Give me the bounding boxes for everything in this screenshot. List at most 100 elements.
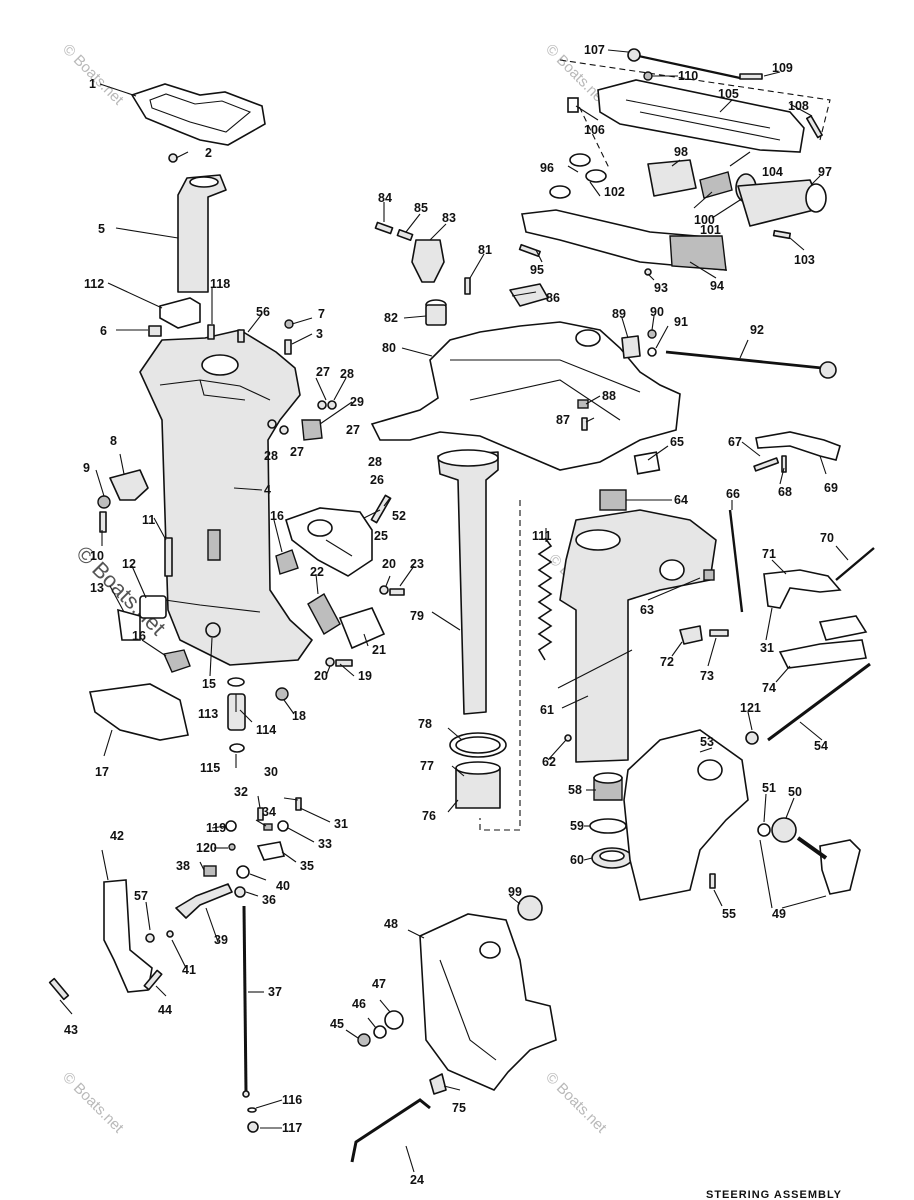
callout-label: 108 <box>788 99 809 113</box>
callout-label: 36 <box>262 893 276 907</box>
part-28-washer-b <box>267 419 277 429</box>
part-48-bracket-slot <box>439 959 497 1061</box>
part-3-screw <box>284 339 292 355</box>
footer-caption: STEERING ASSEMBLY <box>706 1189 842 1200</box>
part-85-pin <box>396 228 414 242</box>
part-103-screw <box>772 229 792 240</box>
part-41-pin <box>166 930 174 938</box>
callout-label: 71 <box>762 547 776 561</box>
callout-label: 91 <box>674 315 688 329</box>
part-16-grommet-right <box>275 549 299 575</box>
callout-label: 57 <box>134 889 148 903</box>
callout-label: 99 <box>508 885 522 899</box>
callout-label: 101 <box>700 223 721 237</box>
callout-label: 79 <box>410 609 424 623</box>
callout-label: 4 <box>264 483 271 497</box>
part-106-bushing <box>567 97 579 113</box>
part-95-screw <box>518 243 541 258</box>
part-15-nut <box>205 622 221 638</box>
part-105-bracket-slot <box>625 99 781 141</box>
part-91-washer <box>647 347 657 357</box>
part-23-screw <box>389 588 405 596</box>
part-69-lever <box>755 431 841 461</box>
part-61-arm-bore <box>659 559 685 581</box>
part-20-washer-b <box>379 585 389 595</box>
part-27-nut <box>317 400 327 410</box>
callout-label: 75 <box>452 1101 466 1115</box>
callout-label: 109 <box>772 61 793 75</box>
part-64-pad <box>599 489 627 511</box>
part-93-pin <box>644 268 652 276</box>
part-74-bracket <box>778 639 867 669</box>
callout-label: 83 <box>442 211 456 225</box>
part-67-bolt <box>753 457 780 472</box>
part-28-washer <box>327 400 337 410</box>
callout-label: 77 <box>420 759 434 773</box>
callout-label: 78 <box>418 717 432 731</box>
callout-label: 62 <box>542 755 556 769</box>
part-26-bolt <box>370 494 392 524</box>
part-29-spring <box>301 419 323 441</box>
callout-label: 17 <box>95 765 109 779</box>
callout-label: 82 <box>384 311 398 325</box>
part-92-knob <box>819 361 837 379</box>
callout-label: 94 <box>710 279 724 293</box>
part-90-nut <box>647 329 657 339</box>
callout-label: 42 <box>110 829 124 843</box>
part-108-pin <box>805 115 823 139</box>
callout-label: 52 <box>392 509 406 523</box>
callout-label: 27 <box>346 423 360 437</box>
part-19-screw <box>335 659 353 667</box>
part-27-nut-b <box>279 425 289 435</box>
callout-label: 96 <box>540 161 554 175</box>
part-107-rod <box>633 53 741 80</box>
callout-label: 11 <box>142 513 155 527</box>
part-56-screw <box>237 329 245 343</box>
part-47-washer <box>384 1010 404 1030</box>
part-61-arm-top <box>575 529 621 551</box>
callout-label: 51 <box>762 781 776 795</box>
part-18-nut <box>275 687 289 701</box>
part-55-screw <box>709 873 716 889</box>
callout-label: 116 <box>282 1093 302 1107</box>
callout-label: 28 <box>368 455 382 469</box>
part-96-washer <box>569 153 591 167</box>
part-8-cover <box>109 469 149 501</box>
part-100-spring <box>699 171 733 199</box>
callout-label: 61 <box>540 703 554 717</box>
callout-label: 53 <box>700 735 714 749</box>
part-62-screw <box>564 734 572 742</box>
part-46-washer <box>373 1025 387 1039</box>
callout-label: 110 <box>678 69 698 83</box>
callout-label: 24 <box>410 1173 424 1187</box>
part-87-screw <box>581 417 588 431</box>
callout-label: 117 <box>282 1121 302 1135</box>
callout-label: 107 <box>584 43 605 57</box>
part-48-bracket-hole <box>479 941 501 959</box>
part-37-rod-end <box>242 1090 250 1098</box>
callout-label: 87 <box>556 413 570 427</box>
part-72-spring <box>679 625 703 645</box>
part-99-nut <box>517 895 543 921</box>
callout-label: 119 <box>206 821 226 835</box>
callout-label: 44 <box>158 1003 172 1017</box>
part-54-bolt <box>767 662 871 742</box>
part-80-bracket-rib <box>450 359 641 421</box>
part-30-screw <box>295 797 302 811</box>
callout-label: 45 <box>330 1017 344 1031</box>
part-77-bushing-top <box>455 761 501 775</box>
callout-label: 100 <box>694 213 715 227</box>
callout-label: 20 <box>382 557 396 571</box>
callout-label: 103 <box>794 253 815 267</box>
part-78-ring-inner <box>455 736 501 754</box>
part-48-clamp-bracket <box>419 913 557 1091</box>
part-12-plate <box>139 595 167 619</box>
callout-label: 1 <box>89 77 96 91</box>
part-109-pin <box>739 73 763 80</box>
part-5-tube-top <box>189 176 219 188</box>
callout-label: 28 <box>264 449 278 463</box>
callout-label: 84 <box>378 191 392 205</box>
callout-label: 10 <box>90 549 104 563</box>
callout-label: 98 <box>674 145 688 159</box>
callout-label: 43 <box>64 1023 78 1037</box>
